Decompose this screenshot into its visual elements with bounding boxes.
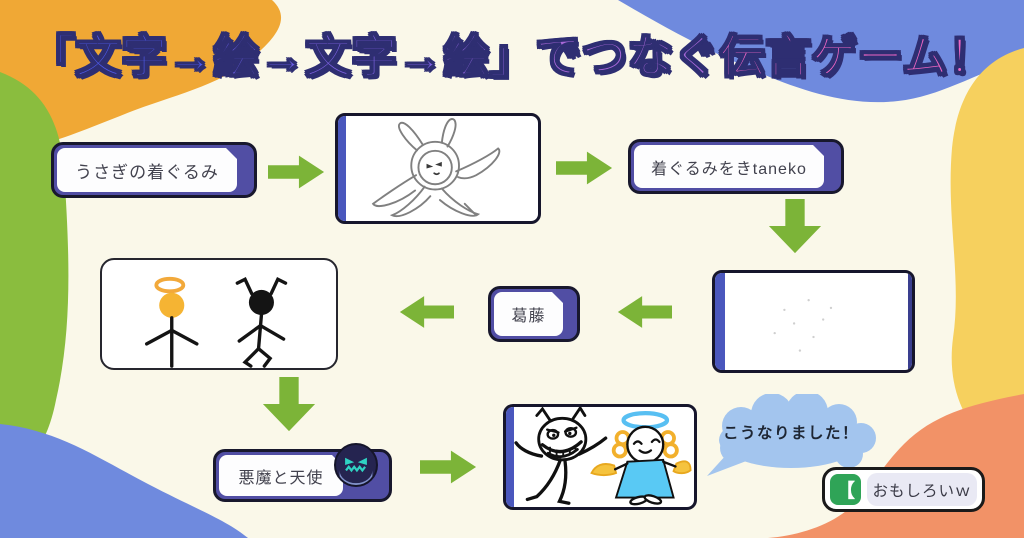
answer-box-taneko: 着ぐるみをきtaneko [628,139,844,194]
drawing-box-spine [715,273,725,370]
title-segment-6: 伝言ゲーム！ [719,30,995,83]
answer-label: 着ぐるみをきtaneko [634,144,825,188]
answer-label: 悪魔と天使 [219,454,344,496]
title-segment-4: 絵」 [443,30,536,83]
drawing-box-spine [338,116,346,221]
speech-bubble-cloud [707,394,876,476]
arrow-right-icon [268,152,326,192]
title-segment-2: 絵→ [213,30,306,83]
devil-and-angel-drawing [514,407,692,506]
bracket-icon: 【 [830,474,861,505]
answer-box-katto: 葛藤 [488,286,580,342]
devil-face-avatar-icon [334,443,378,487]
chat-message: おもしろいｗ [867,473,977,506]
chat-note: 【 おもしろいｗ [822,467,985,512]
answer-box-rabbit-costume: うさぎの着ぐるみ [51,142,257,198]
angel-devil-stick-figures [144,276,288,368]
blob-bottom-left-blue [0,424,248,538]
blob-top-left-orange [0,0,282,149]
arrow-down-icon [766,198,824,256]
speech-bubble-text: こうなりました！ [722,425,859,442]
drawing-box-rabbit [335,113,541,224]
arrow-right-icon [556,148,614,188]
drawing-box-spine-right [908,273,912,370]
drawing-box-stick-figures [100,258,338,370]
blob-top-right-blue [618,0,1024,103]
drawing-box-spine [506,407,514,507]
answer-label: 葛藤 [494,291,564,336]
drawing-box-faint [712,270,915,373]
arrow-right-icon [420,447,478,487]
arrow-down-icon [260,376,318,434]
title-segment-1: 「文字→ [29,30,214,83]
faint-sketch-marks [773,298,833,352]
blob-right-yellow [950,48,1024,470]
arrow-left-icon [616,292,672,332]
answer-box-akuma-tenshi: 悪魔と天使 [213,443,392,502]
title-segment-3: 文字→ [305,30,444,83]
answer-label: うさぎの着ぐるみ [57,147,238,192]
drawing-box-devil-angel [503,404,697,510]
rabbit-costume-sketch [371,118,501,218]
title-segment-5: でつなぐ [535,30,720,83]
page-title: 「文字→絵→文字→絵」でつなぐ伝言ゲーム！ [0,30,1024,84]
arrow-left-icon [398,292,454,332]
